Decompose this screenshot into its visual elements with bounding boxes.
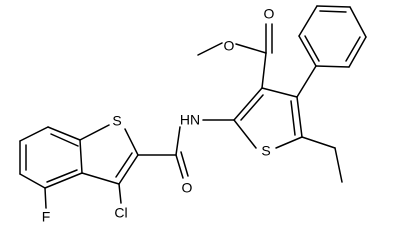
chlorine-label: Cl	[114, 205, 127, 221]
bond	[275, 136, 303, 149]
bond	[349, 6, 367, 38]
bond	[298, 5, 318, 37]
bond	[319, 10, 347, 13]
bond	[175, 126, 181, 156]
bond	[261, 52, 267, 89]
bond	[235, 43, 267, 54]
bond	[261, 87, 298, 98]
thiophene-sulfur-label: S	[261, 143, 270, 159]
bond	[197, 42, 223, 56]
fluorine-label: F	[42, 209, 51, 225]
bond	[233, 87, 263, 121]
bond	[44, 187, 47, 209]
bond	[175, 154, 184, 179]
bond	[296, 65, 317, 98]
ester-carbonyl-oxygen-label: O	[264, 6, 275, 22]
bond	[118, 183, 122, 204]
amide-nitrogen-label: HN	[180, 112, 200, 128]
bond	[233, 119, 257, 149]
bond	[290, 100, 296, 136]
bond	[315, 65, 350, 68]
bond	[46, 169, 78, 183]
bond	[81, 172, 120, 185]
bond	[298, 35, 317, 67]
bond	[345, 36, 361, 62]
benzothiophene-sulfur-label: S	[112, 113, 121, 129]
bond	[118, 154, 139, 185]
bond	[348, 36, 367, 68]
bond	[47, 126, 81, 141]
ester-methoxy-oxygen-label: O	[224, 38, 235, 54]
bond	[334, 147, 343, 183]
bond	[44, 172, 83, 189]
bond	[79, 139, 83, 174]
bond	[79, 124, 110, 141]
bond	[304, 35, 320, 62]
bond	[296, 96, 303, 138]
bond	[301, 136, 336, 149]
bond	[19, 126, 49, 142]
bond	[316, 5, 351, 8]
bond	[240, 94, 264, 121]
bond	[180, 151, 189, 177]
bond	[124, 128, 139, 156]
amide-oxygen-label: O	[182, 180, 193, 196]
bond	[50, 133, 79, 147]
bond	[115, 152, 133, 178]
bond	[19, 173, 46, 189]
